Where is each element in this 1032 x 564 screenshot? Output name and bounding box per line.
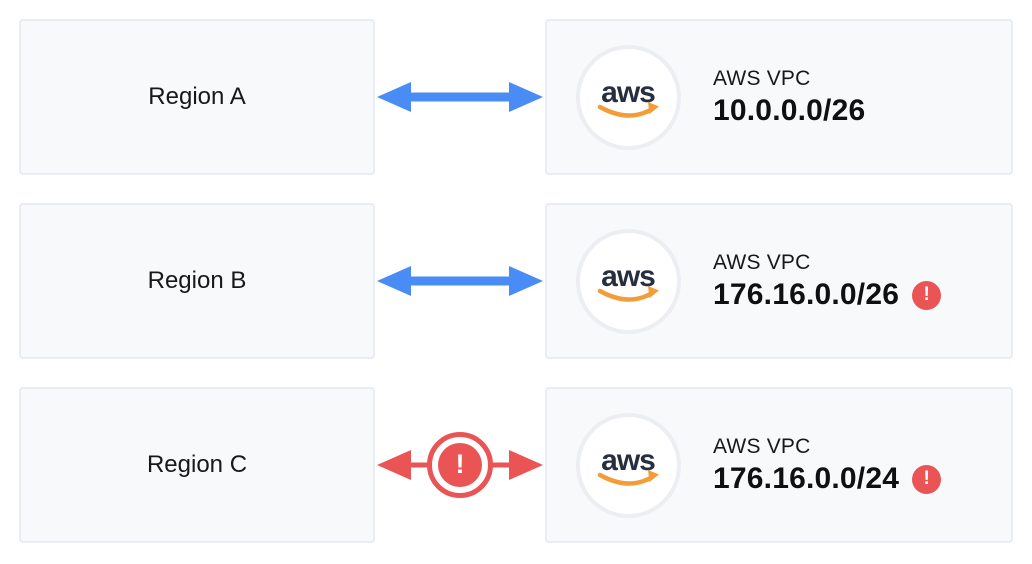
peering-link: ! — [375, 387, 545, 543]
region-box: Region B — [19, 203, 375, 359]
aws-logo: aws — [576, 44, 681, 150]
vpc-label: AWS VPC — [713, 250, 811, 274]
cidr-line: 176.16.0.0/24 ! — [713, 461, 942, 496]
peering-link: ! — [375, 19, 545, 175]
cidr-line: 176.16.0.0/26 ! — [713, 277, 942, 312]
cidr-value: 10.0.0.0/26 — [713, 93, 866, 127]
region-label: Region B — [147, 267, 247, 294]
vpc-label: AWS VPC — [713, 66, 811, 90]
vpc-text: AWS VPC 176.16.0.0/24 ! — [713, 434, 942, 496]
aws-smile-arrowhead — [647, 470, 659, 482]
cidr-error-icon: ! — [912, 465, 942, 494]
aws-logo-icon: aws — [597, 76, 659, 118]
link-error-icon: ! — [427, 432, 493, 498]
vpc-text: AWS VPC 10.0.0.0/26 ! — [713, 67, 865, 128]
aws-logo-icon: aws — [597, 260, 659, 302]
aws-logo: aws — [576, 412, 681, 518]
peering-row: Region C ! aws AWS VPC — [19, 387, 1013, 543]
cidr-value: 176.16.0.0/24 — [713, 461, 900, 495]
aws-smile-icon — [597, 288, 654, 302]
aws-smile-arrowhead — [647, 102, 659, 114]
double-arrow-icon — [377, 82, 543, 112]
aws-logo-icon: aws — [597, 444, 659, 486]
vpc-card: aws AWS VPC 10.0.0.0/26 ! — [545, 19, 1013, 175]
region-box: Region C — [19, 387, 375, 543]
vpc-text: AWS VPC 176.16.0.0/26 ! — [713, 250, 942, 312]
aws-logo-text: aws — [601, 76, 655, 109]
aws-logo-text: aws — [601, 444, 655, 477]
region-label: Region C — [146, 451, 248, 478]
vpc-card: aws AWS VPC 176.16.0.0/24 ! — [545, 387, 1013, 543]
exclamation-icon: ! — [438, 443, 482, 487]
aws-smile-icon — [597, 472, 654, 486]
vpc-label: AWS VPC — [713, 434, 811, 458]
double-arrow-icon — [377, 266, 543, 296]
cidr-line: 10.0.0.0/26 ! — [713, 94, 865, 128]
cidr-error-icon: ! — [912, 281, 942, 310]
peering-row: Region A ! aws AWS VPC — [19, 19, 1013, 175]
peering-link: ! — [375, 203, 545, 359]
vpc-card: aws AWS VPC 176.16.0.0/26 ! — [545, 203, 1013, 359]
peering-row: Region B ! aws AWS VPC — [19, 203, 1013, 359]
aws-logo: aws — [576, 228, 681, 334]
aws-smile-icon — [597, 104, 654, 118]
aws-logo-text: aws — [601, 260, 655, 293]
cidr-value: 176.16.0.0/26 — [713, 277, 900, 311]
region-label: Region A — [148, 83, 246, 110]
region-box: Region A — [19, 19, 375, 175]
aws-smile-arrowhead — [647, 286, 659, 298]
